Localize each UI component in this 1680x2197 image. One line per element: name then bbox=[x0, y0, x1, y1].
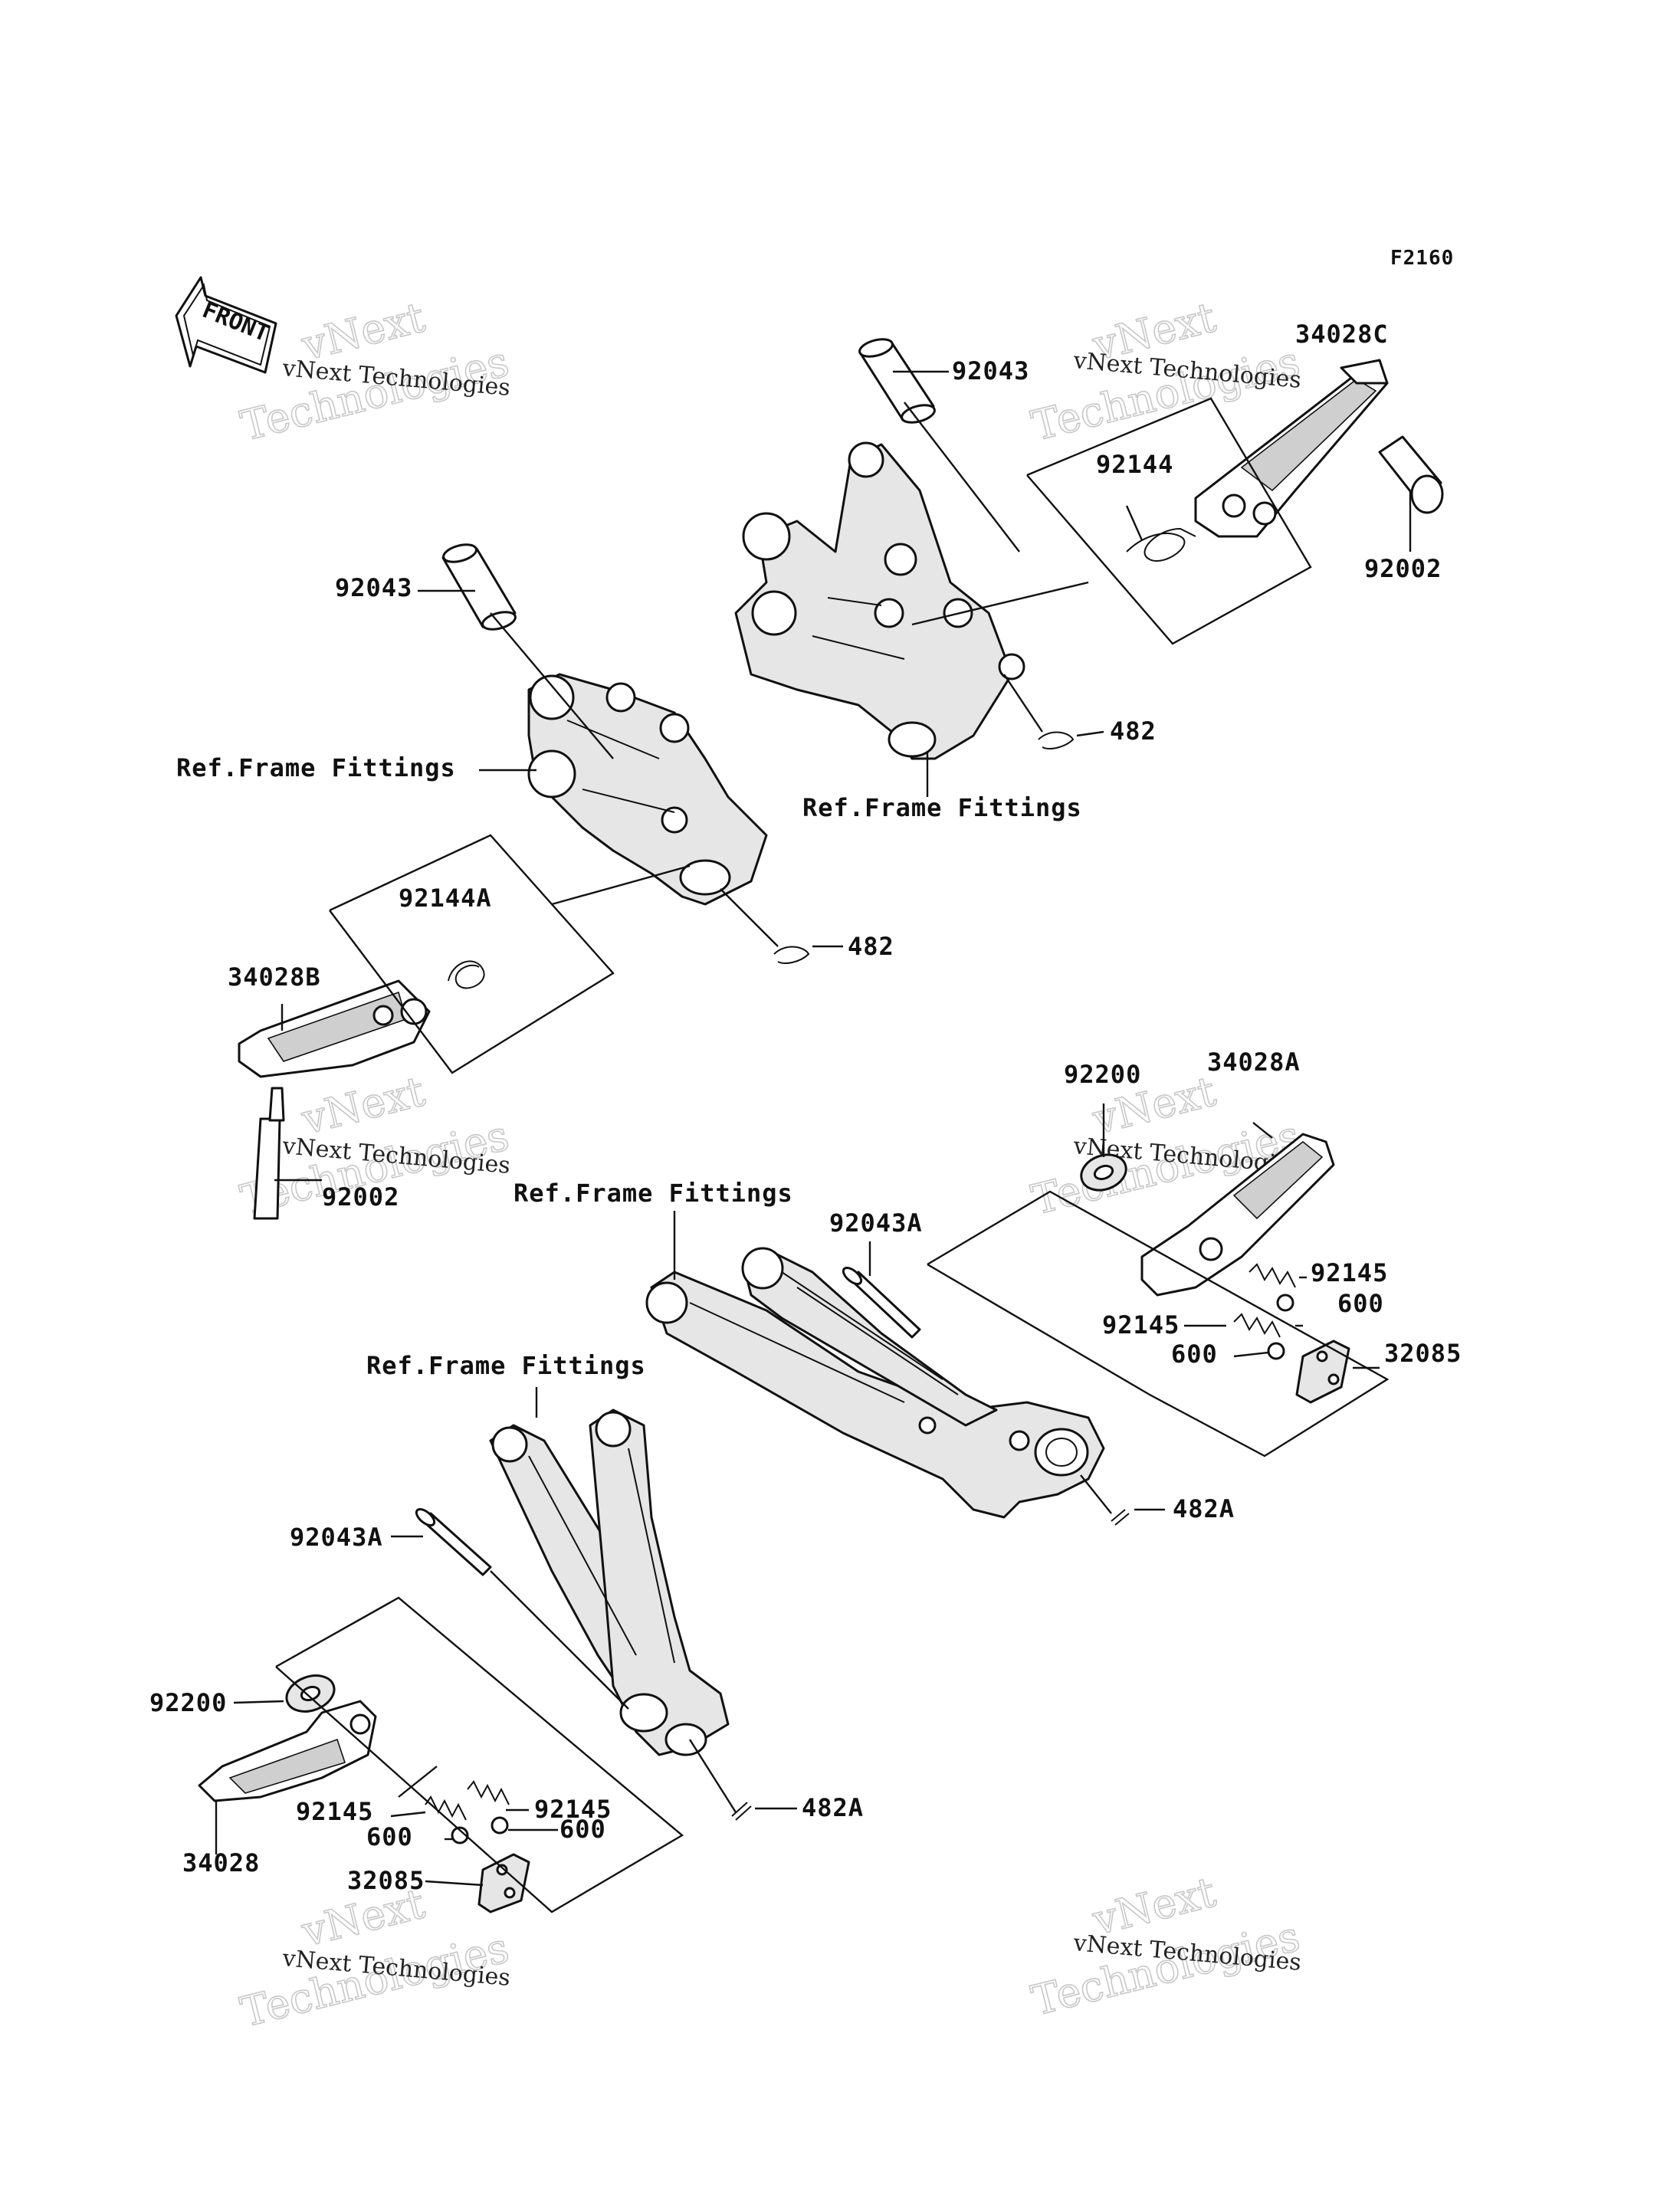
pin-92043A-low bbox=[415, 1508, 492, 1576]
plate-32085-r bbox=[1295, 1340, 1350, 1404]
label-600-l2: 600 bbox=[559, 1815, 606, 1844]
label-92043-left: 92043 bbox=[335, 573, 412, 602]
label-92145-r1: 92145 bbox=[1311, 1258, 1388, 1287]
ball-600-l1 bbox=[451, 1826, 469, 1844]
spring-92144 bbox=[1126, 527, 1196, 562]
spring-92145-l2 bbox=[467, 1780, 510, 1805]
label-92144A: 92144A bbox=[399, 884, 492, 913]
top-right-bracket bbox=[734, 338, 1025, 760]
watermark-bottom-right: vNext Technologies vNext Technologies bbox=[1026, 1867, 1305, 2025]
label-92043-top: 92043 bbox=[952, 356, 1029, 385]
label-ref-frame-mid: Ref.Frame Fittings bbox=[514, 1179, 793, 1208]
label-482-top: 482 bbox=[1110, 716, 1157, 746]
label-92200-left: 92200 bbox=[149, 1688, 227, 1717]
lower-bracket bbox=[489, 1408, 730, 1756]
label-482A-low: 482A bbox=[802, 1793, 864, 1822]
front-arrow-icon: FRONT bbox=[175, 276, 277, 374]
spring-92145-l1 bbox=[425, 1795, 467, 1821]
label-92144: 92144 bbox=[1096, 450, 1173, 479]
watermark-bottom-left: vNext Technologies vNext Technologies bbox=[235, 1878, 514, 2037]
label-600-r1: 600 bbox=[1337, 1289, 1384, 1318]
clip-482-top bbox=[1038, 731, 1075, 749]
label-600-r2: 600 bbox=[1171, 1340, 1218, 1369]
label-ref-frame-low: Ref.Frame Fittings bbox=[366, 1351, 646, 1380]
label-482-mid: 482 bbox=[848, 932, 894, 961]
mid-bracket bbox=[645, 1247, 1105, 1519]
label-32085-r: 32085 bbox=[1384, 1339, 1462, 1368]
footpeg-34028 bbox=[198, 1700, 377, 1802]
pin-482A-mid bbox=[1111, 1509, 1130, 1526]
pin-92043-top bbox=[858, 338, 936, 424]
footpeg-34028C bbox=[1194, 359, 1389, 538]
label-92145-r2: 92145 bbox=[1102, 1310, 1180, 1340]
washer-92200-right bbox=[1080, 1153, 1127, 1192]
ball-600-l2 bbox=[491, 1816, 509, 1835]
label-92200-right: 92200 bbox=[1064, 1060, 1141, 1089]
ball-600-r1 bbox=[1276, 1294, 1294, 1312]
left-bracket bbox=[527, 673, 768, 906]
washer-92200-left bbox=[285, 1674, 336, 1713]
svg-text:Technologies: Technologies bbox=[1027, 337, 1304, 451]
bolt-92002-top bbox=[1378, 435, 1444, 514]
label-92145-l1: 92145 bbox=[534, 1795, 612, 1824]
label-32085-l: 32085 bbox=[347, 1866, 425, 1895]
label-34028A: 34028A bbox=[1207, 1048, 1301, 1077]
label-ref-frame-left: Ref.Frame Fittings bbox=[176, 753, 456, 782]
footpeg-34028A bbox=[1140, 1133, 1335, 1297]
plate-32085-l bbox=[477, 1853, 530, 1913]
pin-92043-left bbox=[441, 543, 517, 631]
label-92002-top: 92002 bbox=[1364, 554, 1442, 583]
spring-92144A bbox=[448, 960, 485, 989]
svg-text:vNext: vNext bbox=[297, 1067, 430, 1144]
pin-482A-low bbox=[731, 1802, 752, 1821]
bolt-92002-left bbox=[253, 1087, 285, 1220]
spring-92145-r2 bbox=[1233, 1313, 1281, 1338]
label-ref-frame-top: Ref.Frame Fittings bbox=[802, 793, 1082, 822]
ball-600-r2 bbox=[1267, 1342, 1285, 1360]
watermark-top-left: vNext Technologies vNext Technologies bbox=[235, 292, 514, 451]
label-482A-mid: 482A bbox=[1173, 1494, 1235, 1523]
label-92043A-low: 92043A bbox=[290, 1523, 383, 1552]
label-92002-left: 92002 bbox=[322, 1182, 399, 1212]
footpeg-34028B bbox=[238, 979, 431, 1078]
label-92043A-mid: 92043A bbox=[829, 1208, 923, 1238]
spring-92145-r1 bbox=[1249, 1263, 1296, 1288]
figure-code: F2160 bbox=[1390, 247, 1454, 270]
label-34028: 34028 bbox=[182, 1848, 260, 1877]
label-34028C: 34028C bbox=[1295, 320, 1389, 349]
watermark-top-right: vNext Technologies vNext Technologies bbox=[1026, 292, 1305, 451]
label-600-l1: 600 bbox=[366, 1822, 413, 1851]
label-34028B: 34028B bbox=[228, 962, 321, 992]
pin-92043A-mid bbox=[842, 1267, 921, 1339]
clip-482-mid bbox=[773, 946, 810, 964]
label-92145-l2: 92145 bbox=[296, 1797, 373, 1826]
